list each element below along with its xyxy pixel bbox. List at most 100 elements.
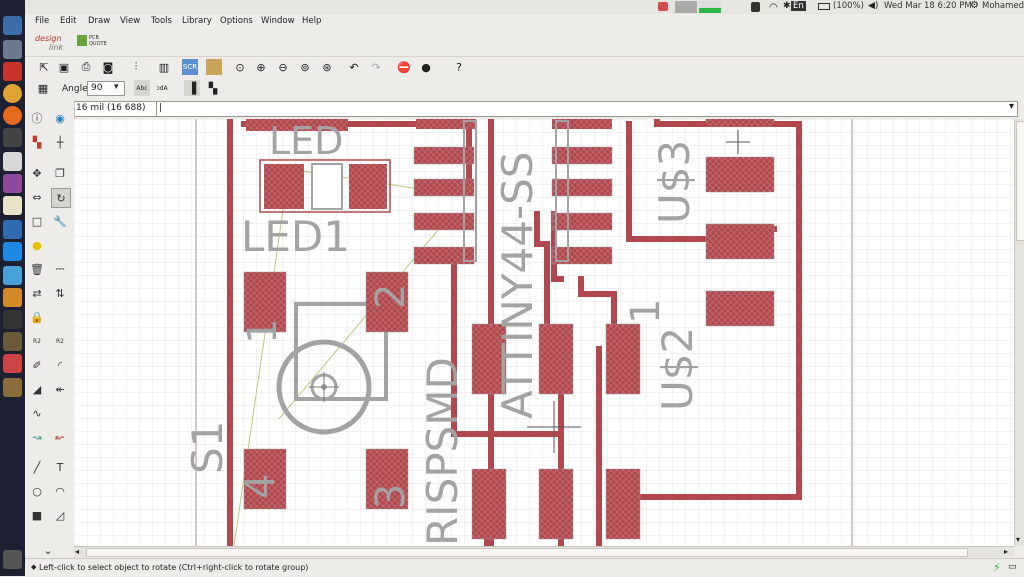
menu-edit[interactable]: Edit	[60, 16, 77, 26]
pcb-quote-logo-icon[interactable]	[77, 35, 87, 46]
app-icon-red[interactable]	[3, 354, 22, 373]
zoom-redraw-icon[interactable]: ⊚	[300, 60, 310, 74]
name-icon[interactable]: R2	[33, 337, 41, 345]
text-mirror-toggle[interactable]: ɔdA	[156, 84, 168, 92]
menu-help[interactable]: Help	[302, 16, 322, 26]
move-icon[interactable]: ✥	[32, 166, 42, 180]
calendar-icon[interactable]	[3, 242, 22, 261]
zoom-fit-icon[interactable]: ⊙	[235, 60, 245, 74]
print-icon[interactable]: ⎙	[81, 60, 91, 73]
scroll-right-icon[interactable]: ▸	[1004, 547, 1009, 556]
app-icon-blue[interactable]	[3, 220, 22, 239]
menu-file[interactable]: File	[35, 16, 50, 26]
undo-icon[interactable]: ↶	[349, 60, 359, 74]
value-icon[interactable]: R2	[56, 337, 64, 345]
trash-icon[interactable]	[3, 550, 22, 569]
vertical-scrollbar[interactable]: ▾	[1014, 119, 1024, 546]
board-drawing[interactable]: LED LED1 S1 RISPSMD ATTINY44-SS U$3 U$2 …	[74, 119, 1014, 546]
menu-view[interactable]: View	[120, 16, 141, 26]
help-icon[interactable]: ?	[456, 60, 462, 74]
clock[interactable]: Wed Mar 18 6:20 PM	[884, 1, 972, 11]
save-icon[interactable]: ▣	[58, 60, 70, 74]
replace-icon[interactable]: ⇄	[32, 286, 42, 300]
optimize-icon[interactable]: ↞	[55, 382, 65, 396]
smash-icon[interactable]: ✐	[32, 358, 42, 372]
split-icon[interactable]: ◢	[32, 382, 42, 396]
cam-icon[interactable]: ◙	[102, 60, 114, 74]
text-normal-toggle[interactable]: Abc	[134, 80, 150, 96]
scroll-down-icon[interactable]: ▾	[1016, 535, 1021, 544]
miter-icon[interactable]: ◜	[57, 358, 63, 372]
ripup-icon[interactable]: ↜	[55, 430, 65, 444]
rectangle-icon[interactable]: ■	[31, 508, 43, 522]
vertical-scroll-thumb[interactable]	[1016, 121, 1024, 241]
record-indicator-icon[interactable]	[658, 2, 668, 11]
battery-icon[interactable]	[818, 3, 830, 10]
system-monitor-graph[interactable]	[675, 1, 697, 13]
gear-icon[interactable]: ⚙	[970, 0, 979, 11]
board-icon[interactable]	[206, 59, 222, 75]
menu-draw[interactable]: Draw	[88, 16, 111, 26]
horizontal-scrollbar[interactable]: ◂ ▸	[74, 546, 1014, 557]
display-layers-icon[interactable]: ▚	[32, 135, 42, 149]
script-icon[interactable]: SCR	[182, 59, 198, 75]
menu-library[interactable]: Library	[182, 16, 212, 26]
delete-icon[interactable]: 🗑	[30, 262, 44, 276]
zoom-out-icon[interactable]: ⊖	[278, 60, 288, 74]
board-canvas[interactable]: LED LED1 S1 RISPSMD ATTINY44-SS U$3 U$2 …	[74, 119, 1014, 546]
filezilla-icon[interactable]	[3, 62, 22, 81]
app-icon-brown[interactable]	[3, 332, 22, 351]
ulp-icon[interactable]: ⫶	[134, 60, 138, 73]
lightning-icon[interactable]: ⚡	[993, 561, 1001, 574]
scroll-left-icon[interactable]: ◂	[75, 547, 80, 556]
zoom-select-icon[interactable]: ⊛	[322, 60, 332, 74]
info-icon[interactable]: ⓘ	[31, 112, 43, 125]
mirror-icon[interactable]: ⇔	[32, 190, 42, 204]
align-left-icon[interactable]: ▐	[184, 80, 200, 96]
mark-icon[interactable]: ┼	[56, 135, 64, 149]
firefox-icon[interactable]	[3, 106, 22, 125]
network-monitor-graph[interactable]	[699, 1, 721, 13]
menu-tools[interactable]: Tools	[151, 16, 172, 26]
wifi-icon[interactable]: ◠	[769, 2, 778, 13]
tray-icon[interactable]: ▭	[1008, 562, 1017, 572]
show-icon[interactable]: ◉	[55, 111, 65, 125]
designlink-logo[interactable]: design link	[35, 34, 63, 52]
text-icon[interactable]: T	[56, 460, 64, 474]
wire-icon[interactable]: ╱	[33, 460, 41, 474]
command-history-chevron-icon[interactable]: ▾	[1009, 101, 1015, 112]
dash-home-icon[interactable]	[3, 16, 22, 35]
zoom-in-icon[interactable]: ⊕	[256, 60, 266, 74]
add-icon[interactable]: ⎓	[55, 262, 65, 275]
popcorn-icon[interactable]	[3, 196, 22, 215]
user-name[interactable]: Mohamed	[982, 1, 1024, 11]
pinswap-icon[interactable]: ⇅	[55, 286, 65, 300]
dropbox-icon[interactable]	[751, 2, 760, 12]
horizontal-scroll-thumb[interactable]	[86, 548, 968, 557]
text-editor-icon[interactable]	[3, 152, 22, 171]
group-icon[interactable]: □	[31, 214, 43, 228]
files-icon[interactable]	[3, 40, 22, 59]
more-tools-chevron-icon[interactable]: ⌄	[43, 543, 53, 557]
route-icon[interactable]: ↝	[32, 430, 42, 444]
terminal-icon[interactable]	[3, 128, 22, 147]
redo-icon[interactable]: ↷	[371, 60, 381, 74]
volume-icon[interactable]: ◀)	[868, 1, 879, 11]
layers-icon[interactable]: ▥	[158, 60, 170, 74]
app-icon-lightblue[interactable]	[3, 266, 22, 285]
lock-icon[interactable]: 🔒	[30, 310, 44, 324]
chevron-down-icon[interactable]: ▾	[114, 82, 119, 92]
arc-icon[interactable]: ◠	[55, 484, 65, 498]
rotate-icon[interactable]: ↻	[51, 188, 71, 208]
stop-icon[interactable]: ⛔	[397, 60, 411, 74]
app-icon-gold[interactable]	[3, 378, 22, 397]
menu-window[interactable]: Window	[261, 16, 295, 26]
change-wrench-icon[interactable]: 🔧	[53, 214, 67, 228]
command-line-input[interactable]: |	[156, 101, 1018, 117]
paste-icon[interactable]: ●	[32, 238, 42, 252]
meander-icon[interactable]: ∿	[32, 406, 42, 420]
copy-icon[interactable]: ❐	[55, 166, 65, 180]
angle-select[interactable]: 90 ▾	[87, 81, 125, 96]
polygon-icon[interactable]: ◿	[55, 508, 65, 522]
app-icon-dark[interactable]	[3, 310, 22, 329]
